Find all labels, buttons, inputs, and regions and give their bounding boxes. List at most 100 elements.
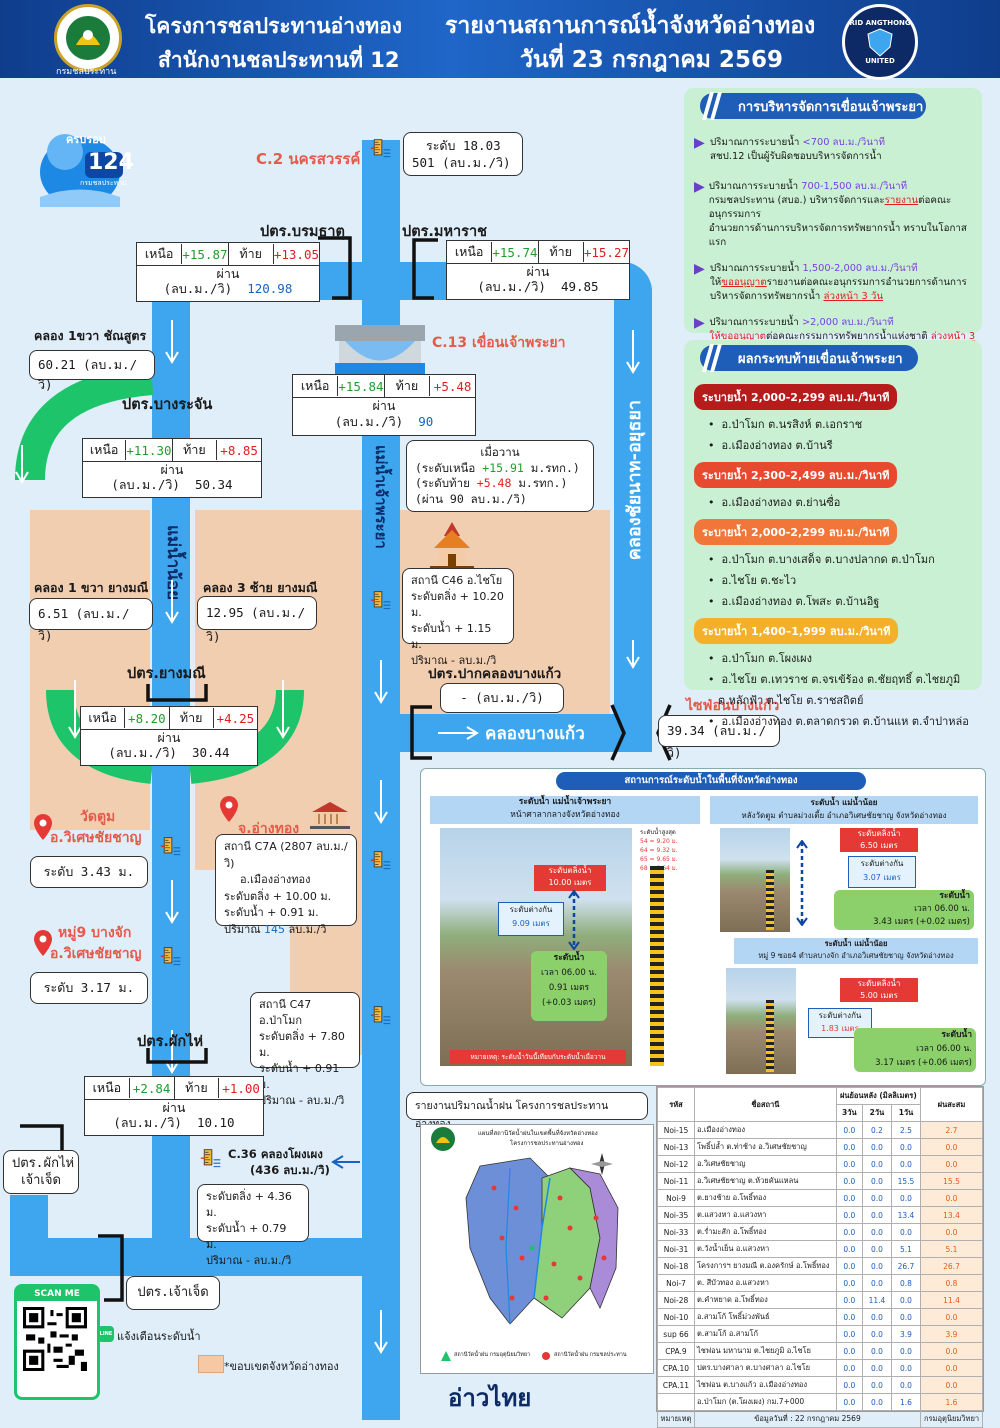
station-code: Noi-10: [657, 1308, 695, 1326]
legend-tmd: สถานีวัดน้ำฝน กรมอุตุนิยมวิทยา: [454, 1352, 531, 1358]
gauge-wattum-icon: [160, 837, 181, 856]
rain-value: 0.0: [835, 1308, 863, 1326]
label-gulf: อ่าวไทย: [448, 1384, 532, 1412]
rain-value: 5.1: [890, 1240, 922, 1258]
play-icon: ▶: [694, 135, 705, 151]
c2-level: ระดับ 18.03: [426, 138, 501, 153]
label-chaophraya-river: แม่น้ำเจ้าพระยา: [372, 445, 390, 549]
location-pin-moo9-icon: [34, 930, 52, 956]
yangmanee-up: +8.20: [128, 710, 166, 726]
station-code: Noi-33: [657, 1223, 695, 1241]
station-name: ไชฟอน ต.บางแก้ว อ.เมืองอ่างทอง: [693, 1376, 837, 1394]
maharat-down: +15.27: [583, 244, 629, 260]
line-alert-label[interactable]: แจ้งเตือนระดับน้ำ: [117, 1330, 201, 1343]
siphon-name: ไซฟ่อนบางแก้ว: [686, 698, 780, 714]
p2-wl-label: ระดับน้ำเวลา 06.00 น.3.43 เมตร (+0.02 เม…: [834, 890, 974, 930]
c2-box: ระดับ 18.03 501 (ลบ.ม./วิ): [403, 132, 523, 176]
c36-box: ระดับตลิ่ง + 4.36 ม. ระดับน้ำ + 0.79 ม. …: [197, 1184, 309, 1267]
rain-value: 0.0: [835, 1189, 863, 1207]
rain-sum: 0.0: [920, 1342, 983, 1360]
station-name: โครงการฯ ยางมณี ต.องครักษ์ อ.โพธิ์ทอง: [693, 1257, 837, 1275]
col-sum: ฝนสะสม: [920, 1087, 983, 1122]
rain-value: 0.0: [861, 1189, 892, 1207]
station-name: อ.ป่าโมก (ต.โผงเผง) กม.7+000: [693, 1393, 837, 1411]
rain-sum: 26.7: [920, 1257, 983, 1275]
phakhai-up: +2.84: [132, 1080, 171, 1096]
canal-south-left: [10, 1238, 390, 1276]
rain-value: 0.0: [890, 1138, 922, 1156]
rain-value: 0.0: [861, 1257, 892, 1275]
p1-scale: ระดับน้ำสูงสุด 54 = 9.20 ม. 64 = 9.32 ม.…: [640, 829, 678, 872]
gate-phakhai-name: ปตร.ผักไห่: [137, 1034, 204, 1050]
c36-name: C.36 คลองโผงเผง: [228, 1147, 323, 1161]
c47-box: สถานี C47 อ.ป่าโมก ระดับตลิ่ง + 7.80 ม. …: [250, 992, 360, 1107]
station-name: โพธิ์ปล้ำ ต.ท่าช้าง อ.วิเศษชัยชาญ: [693, 1138, 837, 1156]
rain-sum: 1.6: [920, 1393, 983, 1411]
qr-code-icon[interactable]: [23, 1307, 87, 1371]
station-code: sup 66: [657, 1325, 695, 1343]
canal-k3yang-flow: 12.95 (ลบ.ม./วิ): [197, 596, 317, 644]
gate-maharat-name: ปตร.มหาราช: [402, 224, 487, 240]
rain-note-src: กรมอุตุนิยมวิทยา: [920, 1410, 983, 1428]
org-line-1: โครงการชลประทานอ่างทอง: [145, 14, 403, 38]
p2-staff-gauge: [766, 870, 774, 930]
label-noi-river: แม่น้ำน้อย: [163, 525, 183, 601]
situation-p3-header: ระดับน้ำ แม่น้ำน้อย หมู่ 9 ซอย4 ตำบลบางจ…: [734, 938, 978, 964]
rain-value: 13.4: [890, 1206, 922, 1224]
report-title: รายงานสถานการณ์น้ำจังหวัดอ่างทอง: [445, 13, 816, 39]
rain-value: 0.0: [835, 1257, 863, 1275]
report-date: วันที่ 23 กรกฎาคม 2569: [520, 47, 783, 73]
rain-title: รายงานปริมาณน้ำฝน โครงการชลประทานอ่างทอง: [406, 1092, 648, 1130]
stripes-icon: [702, 92, 722, 120]
c36-flow: (436 ลบ.ม./วิ): [250, 1163, 330, 1177]
rain-value: 26.7: [890, 1257, 922, 1275]
shield-icon: [867, 28, 893, 57]
rain-value: 0.0: [861, 1308, 892, 1326]
station-name: ปตร.บางศาลา ต.บางศาลา อ.ไชโย: [693, 1359, 837, 1377]
col-name: ชื่อสถานี: [693, 1087, 837, 1122]
station-code: Noi-9: [657, 1189, 695, 1207]
rain-value: 0.0: [835, 1325, 863, 1343]
station-name: ต.ยางช้าย อ.โพธิ์ทอง: [693, 1189, 837, 1207]
c13-down: +5.48: [433, 378, 472, 394]
rain-value: 0.0: [890, 1308, 922, 1326]
situation-title: สถานการณ์ระดับน้ำในพื้นที่จังหวัดอ่างทอง: [556, 772, 866, 790]
rain-value: 0.0: [890, 1359, 922, 1377]
bangrachan-down: +8.85: [220, 442, 258, 458]
rain-sum: 0.0: [920, 1189, 983, 1207]
rain-value: 0.0: [890, 1291, 922, 1309]
bangrachan-up: +11.30: [126, 442, 172, 458]
station-code: Noi-11: [657, 1172, 695, 1190]
qr-card: SCAN ME: [14, 1284, 100, 1400]
rain-value: 0.0: [861, 1376, 892, 1394]
line-badge[interactable]: LINE: [98, 1326, 114, 1342]
boundary-label: *ขอบเขตจังหวัดอ่างทอง: [224, 1360, 339, 1373]
dam-icon: [335, 320, 425, 375]
team-logo-bottom: UNITED: [865, 57, 895, 65]
station-code: Noi-12: [657, 1155, 695, 1173]
canal-k3yang-name: คลอง 3 ซ้าย ยางมณี: [203, 580, 318, 595]
rain-value: 0.0: [890, 1189, 922, 1207]
station-name: อ.วิเศษชัยชาญ ต.ห้วยคันแหลน: [693, 1172, 837, 1190]
station-name: ต.วังน้ำเย็น อ.แสวงหา: [693, 1240, 837, 1258]
gate-boromathat-name: ปตร.บรมธาตุ: [260, 224, 345, 240]
rain-sum: 0.0: [920, 1308, 983, 1326]
rain-sum: 2.7: [920, 1121, 983, 1139]
yangmanee-down: +4.25: [216, 710, 255, 726]
rain-value: 1.6: [890, 1393, 922, 1411]
impact-title: ผลกระทบท้ายเขื่อนเจ้าพระยา: [700, 345, 918, 371]
